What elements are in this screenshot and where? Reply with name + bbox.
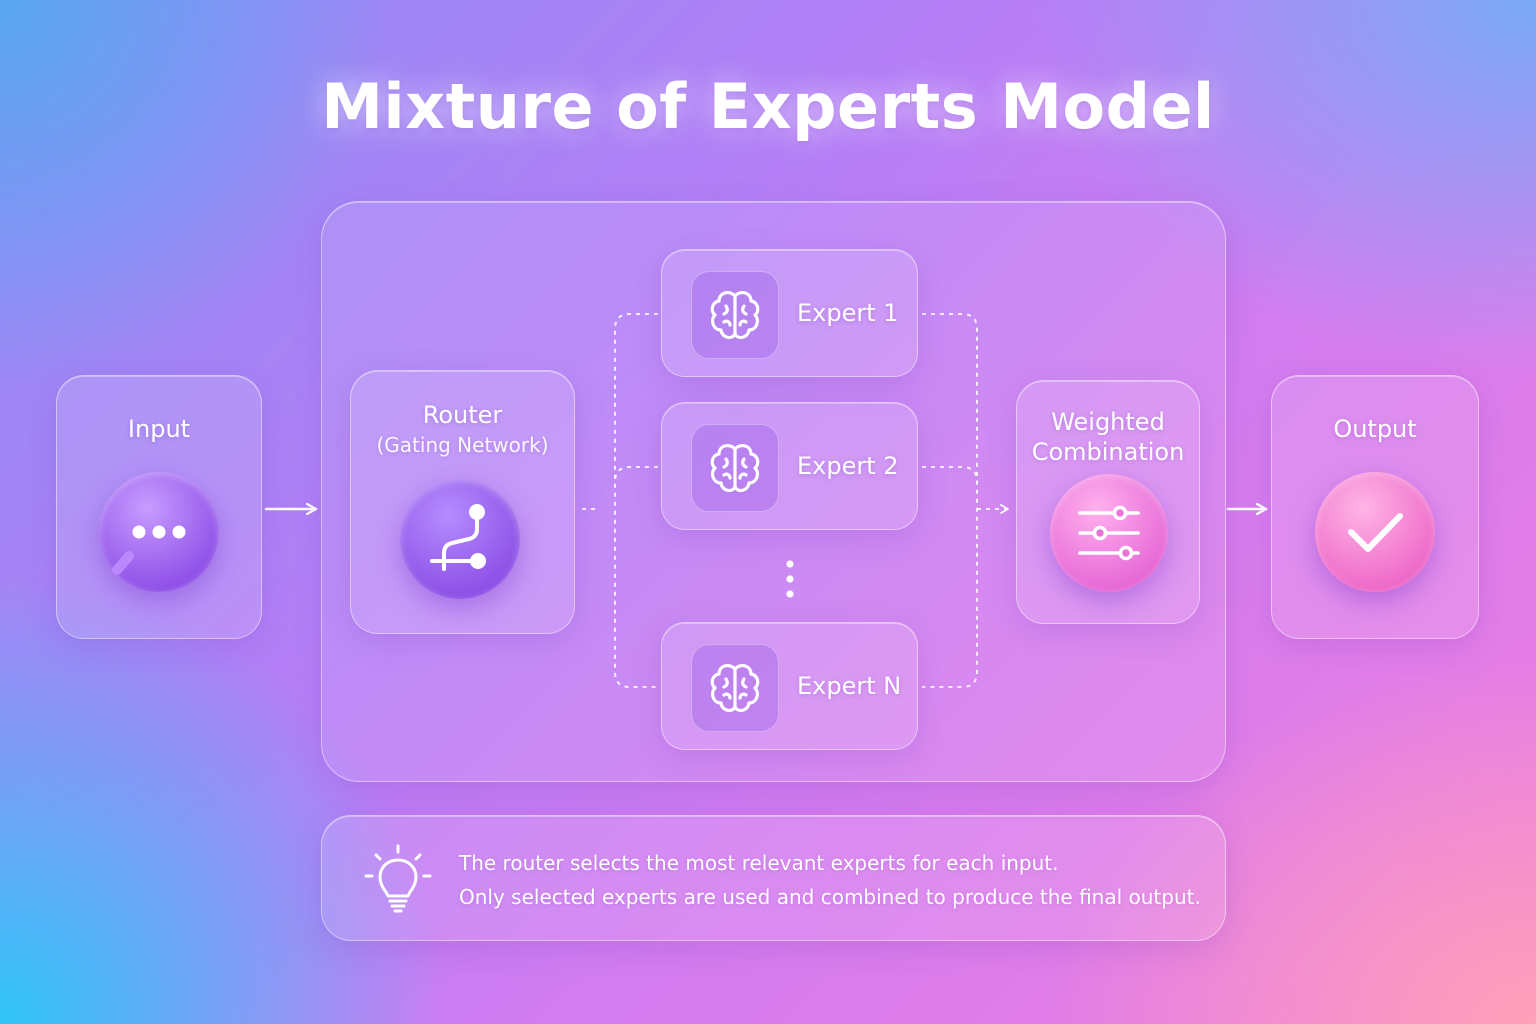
brain-icon <box>691 271 779 359</box>
sliders-icon <box>1050 474 1168 592</box>
note-line-2: Only selected experts are used and combi… <box>459 885 1201 909</box>
output-card: Output <box>1271 375 1479 639</box>
router-label: Router <box>422 401 503 429</box>
brain-icon <box>691 424 779 512</box>
expert-card-1: Expert 1 <box>661 249 918 377</box>
vertical-ellipsis-icon <box>786 560 794 598</box>
checkmark-icon <box>1315 472 1435 592</box>
lightbulb-icon <box>362 842 434 914</box>
router-card: Router (Gating Network) <box>350 370 575 634</box>
combiner-card: Weighted Combination <box>1016 380 1200 624</box>
router-to-experts-connector <box>582 313 658 688</box>
route-icon <box>400 479 520 599</box>
note-line-1: The router selects the most relevant exp… <box>459 851 1059 875</box>
diagram-title: Mixture of Experts Model <box>321 70 1215 143</box>
combiner-label-line2: Combination <box>1031 438 1185 466</box>
input-card: Input <box>56 375 262 639</box>
output-label: Output <box>1333 415 1417 443</box>
speech-bubble-icon <box>99 472 219 592</box>
router-sublabel: (Gating Network) <box>376 433 549 457</box>
experts-to-combiner-connector <box>922 313 1009 688</box>
combiner-label-line1: Weighted <box>1051 408 1165 436</box>
expert-card-n: Expert N <box>661 622 918 750</box>
expert-label-1: Expert 1 <box>797 299 899 327</box>
expert-label-2: Expert 2 <box>797 452 899 480</box>
explanation-note: The router selects the most relevant exp… <box>321 815 1226 941</box>
input-label: Input <box>127 415 191 443</box>
expert-card-2: Expert 2 <box>661 402 918 530</box>
brain-icon <box>691 644 779 732</box>
expert-label-n: Expert N <box>797 672 902 700</box>
